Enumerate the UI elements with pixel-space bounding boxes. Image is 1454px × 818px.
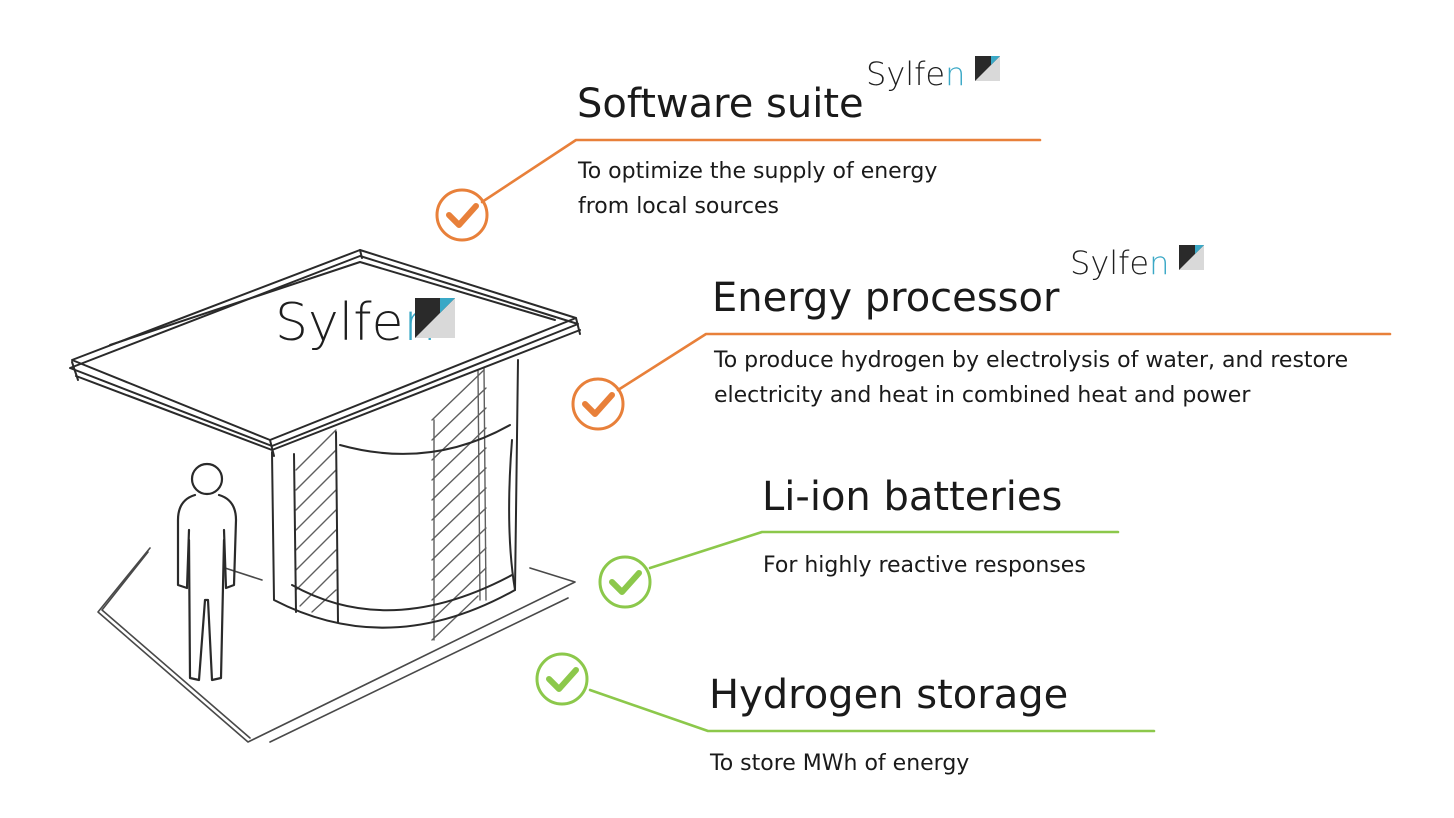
brand-logo-text-accent: n	[1149, 244, 1169, 282]
feature-title: Energy processor	[712, 275, 1060, 321]
brand-mark-icon	[415, 298, 455, 338]
feature-description-line: For highly reactive responses	[763, 553, 1086, 578]
check-badge	[435, 188, 489, 242]
check-icon	[609, 570, 642, 595]
brand-mark-icon	[1179, 245, 1204, 270]
callout-software-suite	[435, 138, 1042, 242]
feature-description-line: To optimize the supply of energy	[578, 159, 938, 184]
check-icon	[546, 667, 579, 692]
feature-description-line: from local sources	[578, 194, 779, 219]
feature-description-line: electricity and heat in combined heat an…	[714, 383, 1251, 408]
callout-energy-processor	[571, 332, 1392, 431]
callout-connector	[480, 138, 1042, 204]
brand-logo-middle: Sylfen	[1070, 244, 1204, 282]
check-badge	[571, 377, 625, 431]
person-figure	[176, 462, 238, 682]
brand-mark-icon	[975, 56, 1000, 81]
ground-plane	[97, 547, 576, 743]
feature-description: To optimize the supply of energy from lo…	[578, 154, 937, 224]
feature-description-line: To store MWh of energy	[710, 751, 970, 776]
callout-li-ion-batteries	[598, 530, 1120, 609]
feature-description-line: To produce hydrogen by electrolysis of w…	[714, 348, 1349, 373]
callout-connector	[648, 530, 1120, 570]
tank-hatching	[295, 367, 487, 641]
feature-title: Li-ion batteries	[762, 474, 1063, 520]
callout-hydrogen-storage	[535, 652, 1156, 733]
brand-logo-text-main: Sylfe	[1070, 244, 1149, 282]
feature-title: Software suite	[577, 81, 864, 127]
callout-connector	[588, 688, 1156, 733]
brand-logo-text-accent: n	[945, 55, 965, 93]
tank-body	[271, 359, 519, 629]
callout-connector	[616, 332, 1392, 392]
brand-logo-top: Sylfen	[866, 55, 1000, 93]
roof-canopy	[69, 249, 581, 457]
check-icon	[446, 203, 479, 228]
svg-text:Sylfen: Sylfen	[1070, 244, 1169, 282]
feature-title: Hydrogen storage	[709, 672, 1069, 718]
sketch-illustration	[69, 249, 581, 743]
check-badge	[598, 555, 652, 609]
feature-description: To produce hydrogen by electrolysis of w…	[714, 343, 1348, 413]
brand-logo-text-main: Sylfe	[275, 293, 404, 353]
svg-text:Sylfen: Sylfen	[275, 293, 437, 353]
check-icon	[582, 392, 615, 417]
brand-logo-roof: Sylfen	[275, 293, 455, 353]
feature-description: For highly reactive responses	[763, 548, 1086, 583]
check-badge	[535, 652, 589, 706]
feature-description: To store MWh of energy	[710, 746, 969, 781]
svg-text:Sylfen: Sylfen	[866, 55, 965, 93]
brand-logo-text-main: Sylfe	[866, 55, 945, 93]
